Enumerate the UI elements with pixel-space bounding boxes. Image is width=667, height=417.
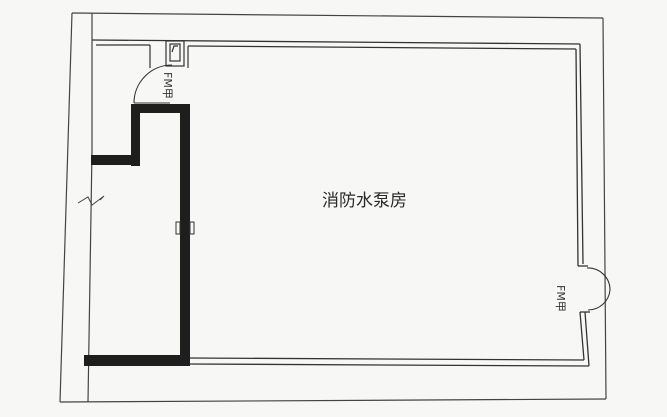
shaft: [165, 40, 185, 67]
thick-walls: [84, 104, 190, 366]
right-wall: [575, 43, 590, 367]
door-swing-top-left: [133, 64, 173, 104]
outer-boundary: [59, 12, 607, 403]
door-swing-right: [586, 267, 611, 311]
break-line: [77, 195, 105, 206]
room-label-fire-pump-room: 消防水泵房: [322, 191, 407, 211]
door-tag-right: FM甲: [554, 285, 567, 312]
door-tag-top: FM甲: [161, 72, 174, 99]
top-wall: [91, 39, 581, 50]
bottom-wall: [187, 357, 590, 367]
